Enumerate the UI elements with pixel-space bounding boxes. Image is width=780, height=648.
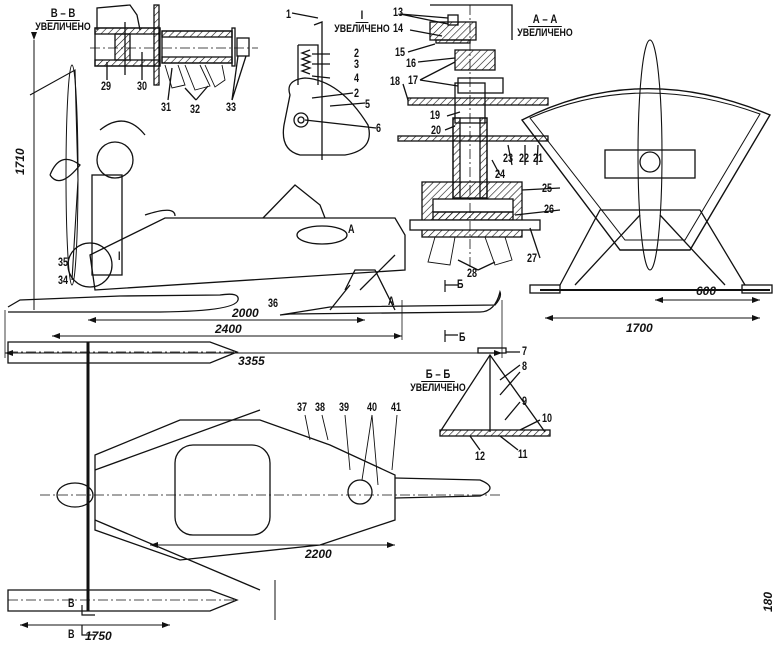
dimension-overall-length: 3355 <box>238 354 265 368</box>
callout: 7 <box>522 344 528 358</box>
section-note: УВЕЛИЧЕНО <box>517 27 573 39</box>
section-name: В – В <box>45 7 81 21</box>
dimension-ski-width: 180 <box>761 591 775 612</box>
front-view-drawing <box>520 39 773 321</box>
callout: 32 <box>190 102 201 116</box>
dimension-track: 1700 <box>626 321 653 335</box>
section-name: I <box>355 9 369 23</box>
dimension-front-track: 1750 <box>85 629 112 643</box>
callout: 40 <box>367 400 378 414</box>
callout: 17 <box>408 73 419 87</box>
section-note: УВЕЛИЧЕНО <box>410 382 466 394</box>
callout: А <box>388 294 395 308</box>
callout: 14 <box>393 21 404 35</box>
callout: 3 <box>354 57 360 71</box>
callout: 27 <box>527 251 538 265</box>
dimension-hull-length: 2400 <box>215 322 242 336</box>
section-note: УВЕЛИЧЕНО <box>35 21 91 33</box>
section-aa-title: А – А УВЕЛИЧЕНО <box>517 12 573 40</box>
callout: 28 <box>467 266 478 280</box>
callout: В <box>68 627 75 641</box>
callout: 33 <box>226 100 237 114</box>
callout: 24 <box>495 167 506 181</box>
callout: 13 <box>393 5 404 19</box>
callout: В <box>68 596 75 610</box>
callout: 41 <box>391 400 402 414</box>
callout: 8 <box>522 359 528 373</box>
dimension-top-length: 2200 <box>305 547 332 561</box>
section-vv-drawing <box>90 4 258 101</box>
section-i-title: I УВЕЛИЧЕНО <box>334 8 390 36</box>
callout: 29 <box>101 79 112 93</box>
callout: 4 <box>354 71 360 85</box>
callout: Б <box>459 330 466 344</box>
callout: 1 <box>286 7 292 21</box>
callout: 23 <box>503 151 514 165</box>
callout: 2 <box>354 46 360 60</box>
callout: 12 <box>475 449 486 463</box>
callout: 11 <box>518 447 528 461</box>
callout: 9 <box>522 394 528 408</box>
callout: I <box>118 249 121 263</box>
section-name: Б – Б <box>420 368 456 382</box>
callout: 26 <box>544 202 555 216</box>
callout: 36 <box>268 296 279 310</box>
section-note: УВЕЛИЧЕНО <box>334 23 390 35</box>
callout: 30 <box>137 79 148 93</box>
callout: А <box>348 222 355 236</box>
callout: 38 <box>315 400 326 414</box>
callout: 15 <box>395 45 406 59</box>
callout: 6 <box>376 121 382 135</box>
section-bb-drawing <box>439 347 551 451</box>
section-aa-drawing <box>397 4 561 271</box>
callout: 34 <box>58 273 69 287</box>
section-bb-title: Б – Б УВЕЛИЧЕНО <box>410 367 466 395</box>
callout: 35 <box>58 255 69 269</box>
dimension-ski-base: 2000 <box>232 306 259 320</box>
callout: 19 <box>430 108 441 122</box>
callout: Б <box>457 277 464 291</box>
callout: 21 <box>533 151 544 165</box>
callout: 37 <box>297 400 308 414</box>
section-vv-title: В – В УВЕЛИЧЕНО <box>35 6 91 34</box>
callout: 16 <box>406 56 417 70</box>
callout: 31 <box>161 100 172 114</box>
callout: 5 <box>365 97 371 111</box>
section-name: А – А <box>527 13 563 27</box>
callout: 25 <box>542 181 553 195</box>
callout: 22 <box>519 151 530 165</box>
detail-i-drawing <box>282 12 377 160</box>
callout: 20 <box>431 123 442 137</box>
callout: 10 <box>542 411 553 425</box>
dimension-height: 1710 <box>13 148 27 175</box>
top-view-drawing <box>7 341 500 636</box>
dimension-half-track: 600 <box>696 284 717 298</box>
callout: 2 <box>354 86 360 100</box>
callout: 39 <box>339 400 350 414</box>
callout: 18 <box>390 74 401 88</box>
